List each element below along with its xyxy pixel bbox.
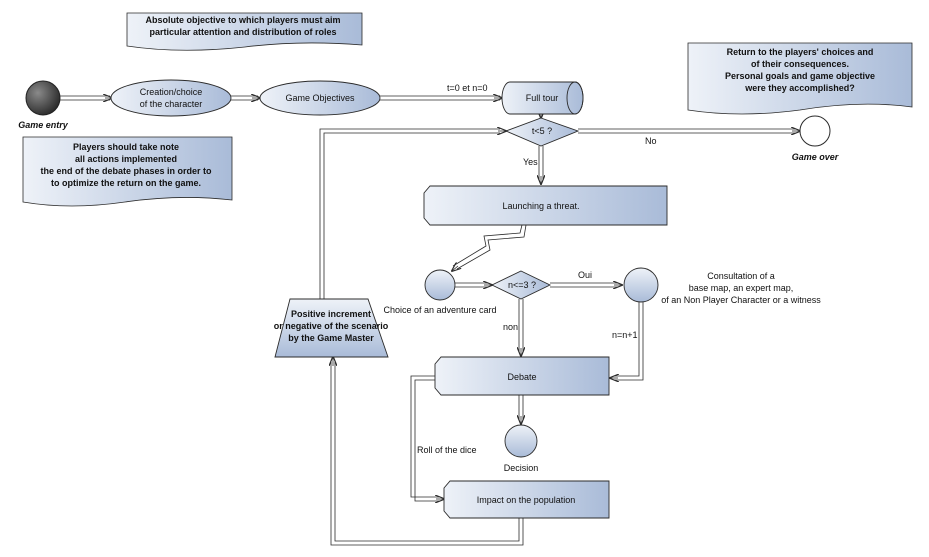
edge-ndecision-consultation: [550, 283, 622, 287]
node-game-over-label: Game over: [792, 152, 839, 162]
edge-loop-gameover: [578, 129, 800, 133]
node-increment-line-3: by the Game Master: [288, 333, 374, 343]
node-adventure-card-label: Choice of an adventure card: [383, 305, 496, 315]
note-objective-line-1: Absolute objective to which players must…: [145, 15, 340, 25]
start-node-label: Game entry: [18, 120, 69, 130]
node-objectives-label: Game Objectives: [285, 93, 355, 103]
note-return-line-2: of their consequences.: [751, 59, 849, 69]
node-impact: Impact on the population: [443, 480, 610, 519]
edge-debate-impact: [410, 375, 444, 501]
edge-creation-objectives: [230, 96, 260, 100]
note-players-line-2: all actions implemented: [75, 154, 177, 164]
note-return-line-4: were they accomplished?: [744, 83, 855, 93]
node-decision: Decision: [504, 424, 539, 473]
node-game-over: Game over: [792, 115, 839, 162]
node-increment-line-1: Positive increment: [291, 309, 371, 319]
edge-label-oui: Oui: [578, 270, 592, 280]
edge-label-non: non: [503, 322, 518, 332]
node-objectives: Game Objectives: [259, 80, 381, 116]
start-node: Game entry: [18, 80, 69, 130]
node-consultation-line-3: of an Non Player Character or a witness: [661, 295, 821, 305]
note-players: Players should take note all actions imp…: [22, 136, 233, 207]
node-card-decision: n<=3 ?: [490, 270, 552, 300]
node-creation-line-2: of the character: [140, 99, 203, 109]
edge-loop-launching: [539, 146, 543, 184]
node-full-tour: Full tour: [501, 81, 584, 115]
node-loop-decision-label: t<5 ?: [532, 126, 552, 136]
node-consultation-line-2: base map, an expert map,: [689, 283, 794, 293]
edge-label-n-inc: n=n+1: [612, 330, 638, 340]
edge-label-yes: Yes: [523, 157, 538, 167]
node-creation: Creation/choice of the character: [110, 79, 232, 117]
edge-label-no: No: [645, 136, 657, 146]
node-debate-label: Debate: [507, 372, 536, 382]
edge-card-ndecision: [455, 283, 492, 287]
node-full-tour-label: Full tour: [526, 93, 559, 103]
edge-label-init: t=0 et n=0: [447, 83, 488, 93]
edge-consultation-debate: [610, 302, 644, 380]
note-return-line-1: Return to the players' choices and: [727, 47, 874, 57]
edge-increment-loop: [319, 129, 506, 299]
node-adventure-card: Choice of an adventure card: [383, 269, 497, 315]
edge-ndecision-debate: [519, 299, 523, 356]
edges: [60, 96, 800, 546]
note-players-line-4: to optimize the return on the game.: [51, 178, 201, 188]
node-decision-label: Decision: [504, 463, 539, 473]
node-debate: Debate: [434, 356, 610, 396]
node-increment: Positive increment or negative of the sc…: [274, 298, 389, 358]
edge-objectives-fulltour: [380, 96, 502, 100]
edge-start-creation: [60, 96, 112, 100]
note-return: Return to the players' choices and of th…: [687, 42, 913, 115]
node-consultation-line-1: Consultation of a: [707, 271, 775, 281]
edge-label-roll: Roll of the dice: [417, 445, 477, 455]
note-objective: Absolute objective to which players must…: [126, 12, 363, 51]
note-objective-line-2: particular attention and distribution of…: [149, 27, 336, 37]
node-creation-line-1: Creation/choice: [140, 87, 203, 97]
node-launching-label: Launching a threat.: [502, 201, 579, 211]
edge-debate-decision: [519, 395, 523, 424]
node-loop-decision: t<5 ?: [504, 117, 580, 147]
node-increment-line-2: or negative of the scenario: [274, 321, 389, 331]
edge-impact-increment: [331, 357, 524, 546]
node-consultation: Consultation of a base map, an expert ma…: [623, 267, 821, 305]
edge-launching-card: [452, 224, 527, 271]
edge-labels: t=0 et n=0 No Yes Oui non n=n+1 Roll of …: [417, 83, 657, 455]
node-launching: Launching a threat.: [423, 185, 668, 226]
node-card-decision-label: n<=3 ?: [508, 280, 536, 290]
note-players-line-3: the end of the debate phases in order to: [40, 166, 212, 176]
node-impact-label: Impact on the population: [477, 495, 576, 505]
note-players-line-1: Players should take note: [73, 142, 179, 152]
note-return-line-3: Personal goals and game objective: [725, 71, 875, 81]
